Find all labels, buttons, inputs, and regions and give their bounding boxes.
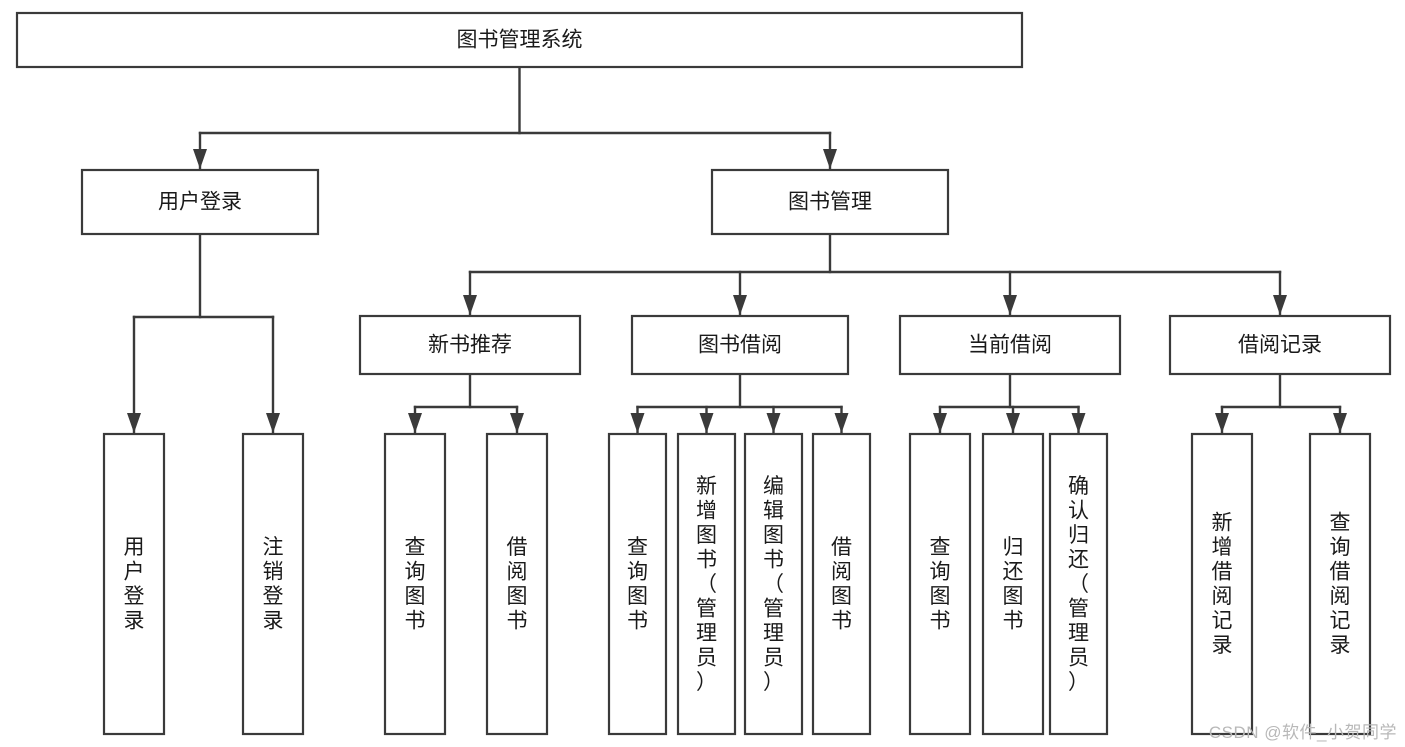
node-box-leaf-user-login[interactable] — [102, 432, 166, 736]
arrow-head-icon — [933, 413, 947, 433]
node-label-new-book-rec: 新书推荐 — [428, 334, 512, 357]
node-label-borrow-record: 借阅记录 — [1238, 334, 1322, 357]
node-leaf-logout[interactable]: 注销登录 — [241, 432, 305, 736]
arrow-head-icon — [1003, 295, 1017, 315]
node-box-current-borrow[interactable] — [898, 314, 1122, 376]
arrow-head-icon — [266, 413, 280, 433]
node-leaf-query-book-2[interactable]: 查询图书 — [607, 432, 668, 736]
node-book-borrow[interactable]: 图书借阅 — [630, 314, 850, 376]
node-box-leaf-logout[interactable] — [241, 432, 305, 736]
node-box-leaf-confirm-return[interactable] — [1048, 432, 1109, 736]
node-box-leaf-add-record[interactable] — [1190, 432, 1254, 736]
node-leaf-edit-book[interactable]: 编辑图书（管理员） — [743, 432, 804, 736]
watermark-label: CSDN @软件_小贺同学 — [1208, 723, 1397, 742]
node-box-leaf-query-book-2[interactable] — [607, 432, 668, 736]
arrow-head-icon — [1273, 295, 1287, 315]
node-label-user-login: 用户登录 — [158, 191, 242, 214]
node-label-leaf-query-book-2: 查询图书 — [627, 536, 648, 633]
arrow-head-icon — [408, 413, 422, 433]
arrow-head-icon — [1071, 413, 1086, 433]
node-box-root[interactable] — [15, 11, 1024, 69]
node-box-leaf-add-book[interactable] — [676, 432, 737, 736]
node-leaf-add-book[interactable]: 新增图书（管理员） — [676, 432, 737, 736]
node-leaf-query-book-1[interactable]: 查询图书 — [383, 432, 447, 736]
node-box-user-login[interactable] — [80, 168, 320, 236]
node-box-book-manage[interactable] — [710, 168, 950, 236]
arrow-head-icon — [823, 149, 837, 169]
arrow-head-icon — [193, 149, 207, 169]
node-book-manage[interactable]: 图书管理 — [710, 168, 950, 236]
node-box-leaf-return-book[interactable] — [981, 432, 1045, 736]
connector-edges — [127, 65, 1347, 435]
arrow-head-icon — [1333, 413, 1347, 433]
node-label-book-borrow: 图书借阅 — [698, 334, 782, 357]
node-label-leaf-return-book: 归还图书 — [1003, 536, 1024, 633]
node-box-leaf-query-book-3[interactable] — [908, 432, 972, 736]
node-box-leaf-borrow-book-1[interactable] — [485, 432, 549, 736]
node-label-leaf-borrow-book-1: 借阅图书 — [507, 536, 528, 633]
arrow-head-icon — [1215, 413, 1229, 433]
node-label-leaf-query-record: 查询借阅记录 — [1330, 512, 1351, 658]
node-leaf-borrow-book-2[interactable]: 借阅图书 — [811, 432, 872, 736]
node-box-leaf-query-record[interactable] — [1308, 432, 1372, 736]
node-leaf-user-login[interactable]: 用户登录 — [102, 432, 166, 736]
arrow-head-icon — [699, 413, 714, 433]
node-leaf-query-book-3[interactable]: 查询图书 — [908, 432, 972, 736]
node-boxes: 图书管理系统用户登录图书管理新书推荐图书借阅当前借阅借阅记录用户登录注销登录查询… — [15, 11, 1392, 736]
node-new-book-rec[interactable]: 新书推荐 — [358, 314, 582, 376]
arrow-head-icon — [127, 413, 141, 433]
node-label-root: 图书管理系统 — [457, 29, 583, 52]
node-box-new-book-rec[interactable] — [358, 314, 582, 376]
node-label-current-borrow: 当前借阅 — [968, 334, 1052, 357]
node-label-leaf-add-record: 新增借阅记录 — [1212, 512, 1233, 658]
arrow-head-icon — [733, 295, 747, 315]
node-label-leaf-query-book-1: 查询图书 — [405, 536, 426, 633]
node-box-leaf-edit-book[interactable] — [743, 432, 804, 736]
arrow-head-icon — [766, 413, 781, 433]
node-borrow-record[interactable]: 借阅记录 — [1168, 314, 1392, 376]
arrow-head-icon — [510, 413, 524, 433]
node-leaf-return-book[interactable]: 归还图书 — [981, 432, 1045, 736]
node-label-leaf-edit-book: 编辑图书（管理员） — [763, 475, 784, 694]
node-label-leaf-logout: 注销登录 — [263, 536, 284, 633]
arrow-head-icon — [463, 295, 477, 315]
node-leaf-add-record[interactable]: 新增借阅记录 — [1190, 432, 1254, 736]
node-leaf-borrow-book-1[interactable]: 借阅图书 — [485, 432, 549, 736]
node-label-book-manage: 图书管理 — [788, 191, 872, 214]
arrow-head-icon — [1006, 413, 1020, 433]
node-box-borrow-record[interactable] — [1168, 314, 1392, 376]
node-label-leaf-user-login: 用户登录 — [124, 536, 145, 633]
node-root[interactable]: 图书管理系统 — [15, 11, 1024, 69]
node-leaf-query-record[interactable]: 查询借阅记录 — [1308, 432, 1372, 736]
node-label-leaf-add-book: 新增图书（管理员） — [696, 475, 717, 694]
node-label-leaf-borrow-book-2: 借阅图书 — [831, 536, 852, 633]
node-leaf-confirm-return[interactable]: 确认归还（管理员） — [1048, 432, 1109, 736]
node-label-leaf-confirm-return: 确认归还（管理员） — [1068, 475, 1089, 694]
node-current-borrow[interactable]: 当前借阅 — [898, 314, 1122, 376]
node-box-leaf-query-book-1[interactable] — [383, 432, 447, 736]
node-box-leaf-borrow-book-2[interactable] — [811, 432, 872, 736]
arrow-head-icon — [834, 413, 849, 433]
node-box-book-borrow[interactable] — [630, 314, 850, 376]
node-label-leaf-query-book-3: 查询图书 — [930, 536, 951, 633]
arrow-head-icon — [630, 413, 645, 433]
node-user-login[interactable]: 用户登录 — [80, 168, 320, 236]
